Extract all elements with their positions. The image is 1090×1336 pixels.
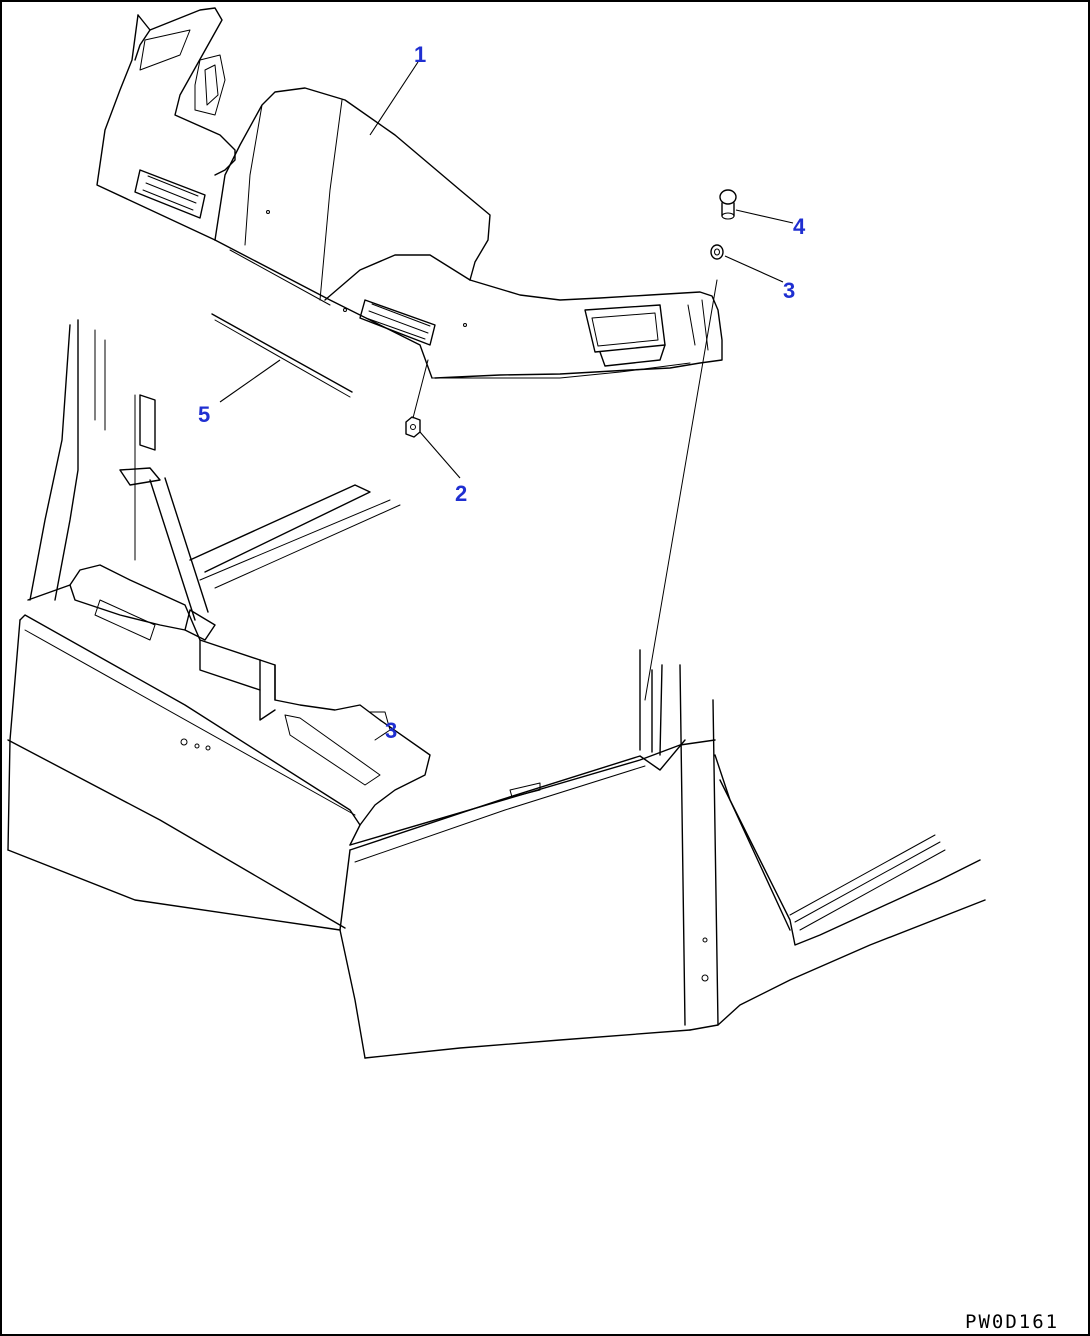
assembly-line-nut	[412, 359, 429, 419]
leader-2	[419, 431, 461, 479]
nut-part-2	[405, 416, 421, 438]
tape-part-5	[211, 313, 353, 398]
cab-frame	[7, 319, 986, 1059]
drawing-code: PW0D161	[965, 1311, 1059, 1333]
leader-1	[369, 61, 419, 136]
assembly-line-bolt	[644, 279, 718, 701]
leader-5	[219, 359, 281, 403]
washer-part-3	[710, 244, 724, 260]
callout-5: 5	[198, 402, 210, 427]
console-cover-part-1	[96, 7, 723, 379]
callout-1: 1	[414, 42, 426, 67]
leader-3-top	[724, 255, 784, 283]
callout-4: 4	[793, 214, 806, 239]
leader-4	[735, 209, 794, 224]
bolt-part-4	[719, 189, 737, 220]
leader-lines	[219, 61, 794, 479]
callout-3-top: 3	[783, 278, 795, 303]
callout-3-lower: 3	[385, 718, 397, 743]
callout-2: 2	[455, 481, 467, 506]
